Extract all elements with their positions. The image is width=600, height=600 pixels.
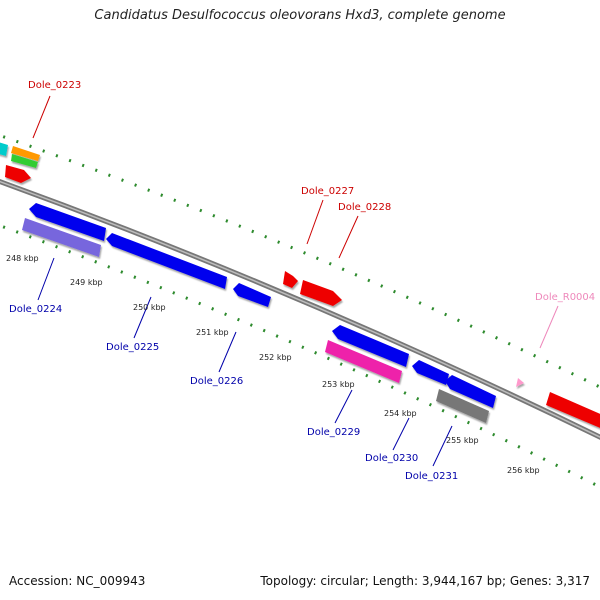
tick-label: 250 kbp — [133, 303, 166, 312]
tick-label: 253 kbp — [322, 380, 355, 389]
gene-dole-0223[interactable] — [5, 165, 31, 183]
gene-label-dole-0224[interactable]: Dole_0224 — [9, 304, 62, 315]
gene-dole-0228[interactable] — [300, 280, 342, 306]
leader-dole-r0004 — [539, 305, 559, 349]
gene-right-red[interactable] — [546, 392, 600, 430]
leader-dole-0227 — [306, 199, 324, 245]
gene-dole-0231-upper[interactable] — [445, 375, 496, 408]
gene-label-dole-0227[interactable]: Dole_0227 — [301, 186, 354, 197]
gene-label-dole-0225[interactable]: Dole_0225 — [106, 342, 159, 353]
leader-dole-0230 — [392, 417, 410, 451]
gene-orange[interactable] — [11, 146, 40, 161]
leader-dole-0224 — [37, 257, 55, 301]
gene-label-dole-r0004[interactable]: Dole_R0004 — [535, 292, 595, 303]
gene-dole-0231[interactable] — [436, 389, 489, 423]
gene-dole-0227[interactable] — [283, 271, 298, 288]
gene-label-dole-0231[interactable]: Dole_0231 — [405, 471, 458, 482]
backbone-outer — [0, 178, 600, 440]
tick-label: 249 kbp — [70, 278, 103, 287]
tick-label: 251 kbp — [196, 328, 229, 337]
gene-label-dole-0223[interactable]: Dole_0223 — [28, 80, 81, 91]
gene-dole-0225[interactable] — [106, 233, 227, 289]
gene-dole-0224[interactable] — [22, 218, 101, 257]
gene-label-dole-0226[interactable]: Dole_0226 — [190, 376, 243, 387]
gene-label-dole-0229[interactable]: Dole_0229 — [307, 427, 360, 438]
gene-green[interactable] — [11, 154, 38, 168]
gene-cyan[interactable] — [0, 141, 8, 156]
leader-dole-0228 — [338, 215, 359, 259]
accession-text: Accession: NC_009943 — [9, 574, 146, 588]
gene-dole-r0004[interactable] — [516, 378, 524, 387]
gene-label-dole-0228[interactable]: Dole_0228 — [338, 202, 391, 213]
leader-dole-0223 — [32, 95, 51, 139]
gene-dole-0224-upper[interactable] — [29, 203, 106, 241]
gene-dole-0229-upper[interactable] — [332, 325, 409, 367]
leader-dole-0229 — [334, 389, 353, 424]
tick-label: 256 kbp — [507, 466, 540, 475]
gene-label-dole-0230[interactable]: Dole_0230 — [365, 453, 418, 464]
leader-dole-0225 — [133, 296, 152, 339]
inner-dotted-ring — [0, 224, 600, 489]
gene-dole-0226[interactable] — [233, 283, 271, 307]
genome-title: Candidatus Desulfococcus oleovorans Hxd3… — [94, 8, 506, 23]
backbone-inner — [0, 180, 600, 438]
tick-label: 248 kbp — [6, 254, 39, 263]
genome-summary-text: Topology: circular; Length: 3,944,167 bp… — [260, 574, 590, 588]
gene-dole-0229[interactable] — [325, 340, 402, 383]
outer-dotted-ring — [0, 133, 600, 389]
tick-label: 255 kbp — [446, 436, 479, 445]
gene-dole-0230[interactable] — [412, 360, 449, 385]
tick-label: 252 kbp — [259, 353, 292, 362]
leader-dole-0231 — [432, 425, 453, 467]
leader-dole-0226 — [218, 331, 237, 373]
tick-label: 254 kbp — [384, 409, 417, 418]
